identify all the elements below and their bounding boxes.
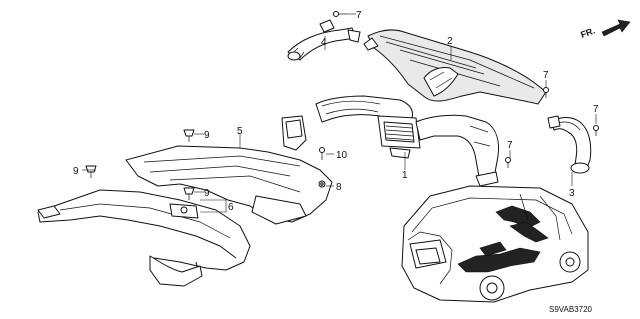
bolt-7-mid	[505, 157, 511, 168]
duct-part-3	[547, 115, 592, 174]
callout-7-mid: 7	[507, 140, 513, 151]
clip-9-mid	[183, 187, 195, 200]
callout-9-top: 9	[204, 130, 210, 141]
callout-3: 3	[569, 188, 575, 199]
front-indicator-label: FR.	[579, 26, 596, 40]
bolt-8	[318, 180, 326, 188]
front-indicator: FR.	[579, 19, 631, 40]
front-arrow-icon	[601, 19, 631, 37]
callout-9-left: 9	[73, 166, 79, 177]
duct-part-6	[37, 189, 251, 287]
callout-1: 1	[402, 170, 408, 181]
bolt-7-top	[333, 11, 346, 17]
duct-part-2	[363, 29, 547, 105]
bolt-7-right	[593, 125, 599, 136]
duct-part-5	[125, 115, 333, 225]
bolt-10	[319, 147, 325, 160]
callout-5: 5	[237, 126, 243, 137]
callout-2: 2	[447, 36, 453, 47]
callout-9-mid: 9	[204, 188, 210, 199]
callout-8: 8	[336, 182, 342, 193]
diagram-code: S9VAB3720	[549, 305, 593, 314]
callout-10: 10	[336, 150, 348, 161]
callout-7-right-upper: 7	[543, 70, 549, 81]
callout-7-right: 7	[593, 104, 599, 115]
callout-7-top: 7	[356, 10, 362, 21]
callout-6: 6	[228, 202, 234, 213]
clip-9-top	[183, 129, 195, 142]
duct-part-4	[287, 19, 361, 61]
duct-part-1	[315, 95, 499, 187]
callout-4: 4	[321, 37, 327, 48]
vehicle-inset	[401, 185, 589, 303]
clip-9-left	[85, 165, 97, 178]
leader-lines	[82, 13, 597, 213]
